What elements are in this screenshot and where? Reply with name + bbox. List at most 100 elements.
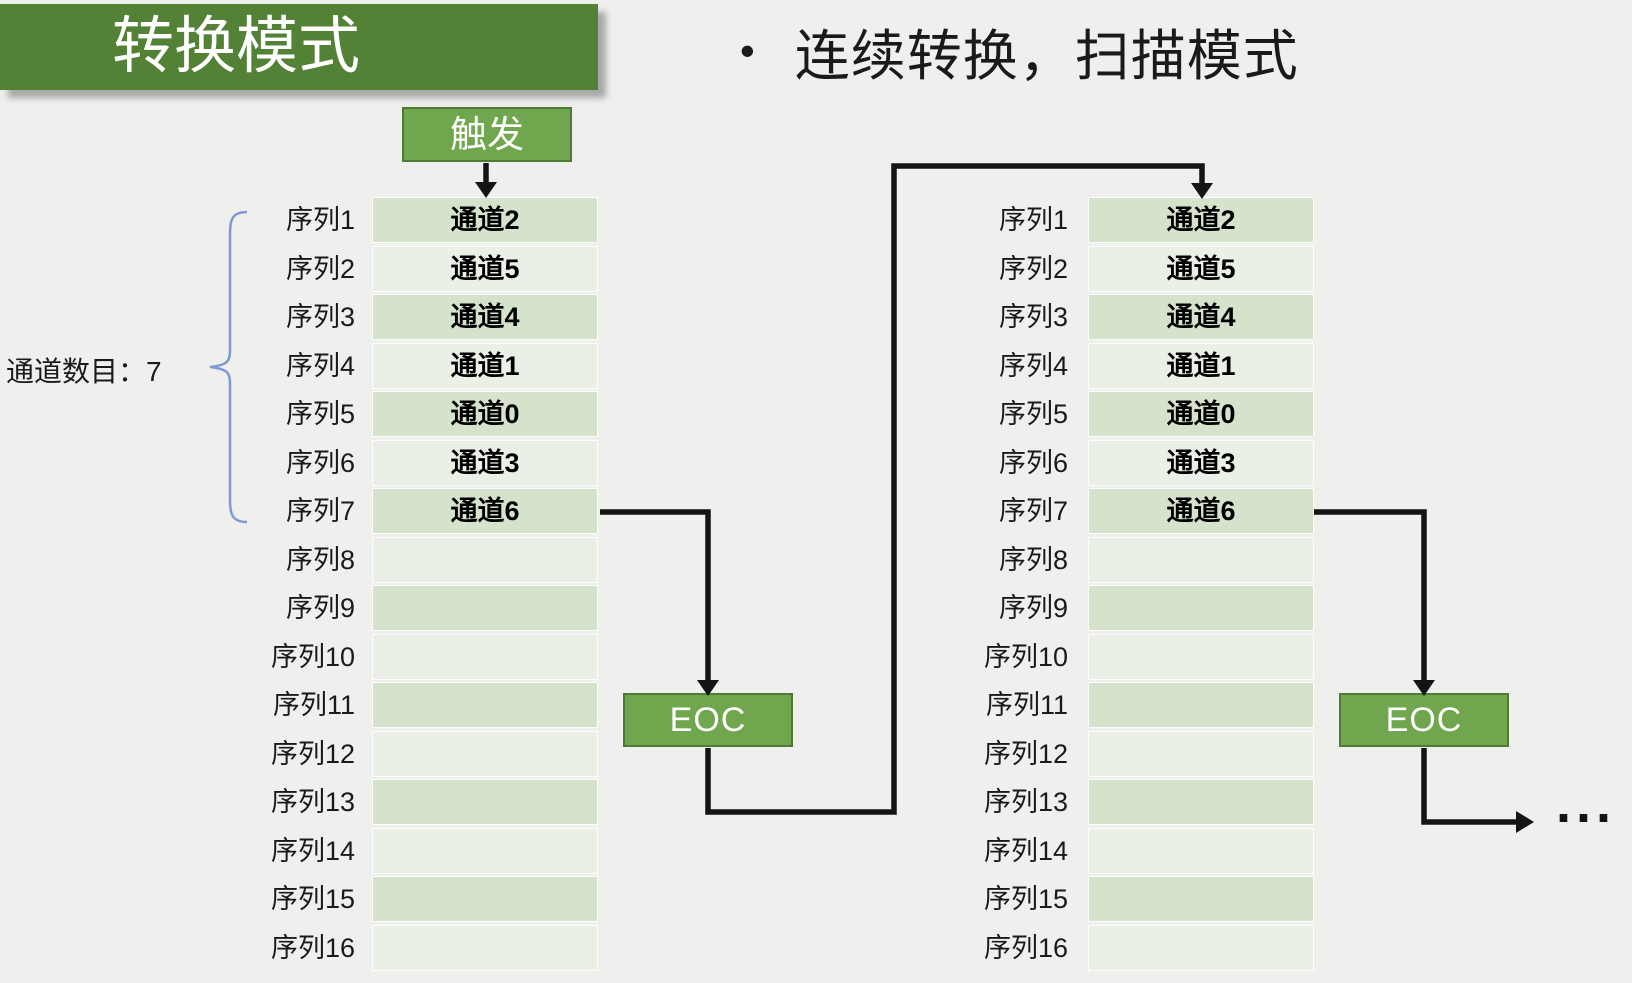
- sequence-row: 序列3 通道4: [180, 294, 598, 340]
- eoc-left-label: EOC: [669, 701, 747, 739]
- sequence-row: 序列8: [180, 536, 598, 583]
- channel-cell: [372, 827, 598, 874]
- sequence-row: 序列14: [893, 827, 1314, 874]
- sequence-row: 序列12: [893, 730, 1314, 777]
- channel-cell: [1088, 633, 1314, 680]
- sequence-label: 序列13: [270, 787, 355, 817]
- sequence-label: 序列8: [998, 544, 1068, 575]
- arrow-row7-to-eoc-left: [600, 509, 711, 680]
- sequence-label: 序列14: [270, 835, 355, 866]
- sequence-label: 序列7: [998, 496, 1068, 526]
- sequence-label: 序列14: [983, 835, 1068, 866]
- channel-cell: [372, 779, 598, 825]
- sequence-label: 序列16: [270, 932, 355, 963]
- sequence-label: 序列1: [285, 205, 355, 235]
- arrow-row7-to-eoc-right: [1314, 509, 1427, 680]
- channel-cell: 通道2: [1088, 197, 1314, 243]
- channel-cell: [1088, 827, 1314, 874]
- page-title: 转换模式: [112, 12, 361, 81]
- arrowhead-ellipsis: [1516, 811, 1534, 833]
- channel-cell: 通道0: [1088, 391, 1314, 437]
- sequence-row: 序列10: [180, 633, 598, 680]
- arrowhead-trigger: [475, 182, 497, 198]
- trigger-label: 触发: [450, 114, 524, 155]
- sequence-label: 序列4: [998, 350, 1068, 381]
- sequence-row: 序列16: [180, 924, 598, 971]
- sequence-label: 序列8: [285, 544, 355, 575]
- arrow-eoc-right-to-ellipsis: [1421, 748, 1516, 825]
- channel-cell: 通道5: [372, 245, 598, 292]
- channel-cell: 通道4: [372, 294, 598, 340]
- sequence-row: 序列10: [893, 633, 1314, 680]
- sequence-row: 序列15: [893, 876, 1314, 922]
- sequence-label: 序列2: [285, 253, 355, 284]
- title-banner: 转换模式: [0, 4, 598, 90]
- subtitle-text: 连续转换，扫描模式: [794, 25, 1299, 87]
- channel-cell: [1088, 876, 1314, 922]
- channel-cell: [372, 876, 598, 922]
- sequence-label: 序列6: [285, 447, 355, 478]
- eoc-box-left: EOC: [623, 693, 793, 747]
- channel-count-label: 通道数目：7: [6, 356, 162, 387]
- sequence-row: 序列14: [180, 827, 598, 874]
- continuation-ellipsis: ...: [1556, 774, 1617, 834]
- channel-cell: 通道2: [372, 197, 598, 243]
- sequence-label: 序列9: [998, 593, 1068, 623]
- sequence-row: 序列11: [180, 682, 598, 728]
- channel-cell: 通道1: [372, 342, 598, 389]
- sequence-row: 序列13: [180, 779, 598, 825]
- sequence-label: 序列3: [285, 302, 355, 332]
- channel-cell: [372, 924, 598, 971]
- sequence-label: 序列5: [998, 399, 1068, 429]
- channel-cell: 通道0: [372, 391, 598, 437]
- sequence-label: 序列11: [985, 690, 1068, 720]
- channel-cell: 通道3: [1088, 439, 1314, 486]
- channel-cell: [1088, 924, 1314, 971]
- sequence-row: 序列4 通道1: [180, 342, 598, 389]
- sequence-label: 序列10: [983, 641, 1068, 672]
- sequence-row: 序列9: [893, 585, 1314, 631]
- channel-cell: [1088, 779, 1314, 825]
- sequence-row: 序列8: [893, 536, 1314, 583]
- sequence-row: 序列13: [893, 779, 1314, 825]
- channel-cell: 通道6: [372, 488, 598, 534]
- subtitle-line: • 连续转换，扫描模式: [740, 8, 1299, 94]
- sequence-label: 序列9: [285, 593, 355, 623]
- channel-cell: [372, 585, 598, 631]
- sequence-row: 序列5 通道0: [893, 391, 1314, 437]
- sequence-row: 序列1 通道2: [180, 197, 598, 243]
- channel-cell: 通道6: [1088, 488, 1314, 534]
- bullet-icon: •: [740, 27, 755, 74]
- sequence-label: 序列13: [983, 787, 1068, 817]
- sequence-label: 序列16: [983, 932, 1068, 963]
- sequence-label: 序列3: [998, 302, 1068, 332]
- channel-cell: 通道5: [1088, 245, 1314, 292]
- eoc-right-label: EOC: [1385, 701, 1463, 739]
- channel-cell: [1088, 682, 1314, 728]
- channel-cell: [372, 730, 598, 777]
- sequence-label: 序列4: [285, 350, 355, 381]
- eoc-box-right: EOC: [1339, 693, 1509, 747]
- channel-cell: [372, 536, 598, 583]
- sequence-row: 序列15: [180, 876, 598, 922]
- trigger-box: 触发: [402, 107, 572, 162]
- sequence-row: 序列9: [180, 585, 598, 631]
- sequence-row: 序列7 通道6: [893, 488, 1314, 534]
- sequence-row: 序列11: [893, 682, 1314, 728]
- sequence-row: 序列12: [180, 730, 598, 777]
- sequence-label: 序列6: [998, 447, 1068, 478]
- sequence-label: 序列12: [983, 738, 1068, 769]
- channel-cell: [1088, 585, 1314, 631]
- sequence-label: 序列15: [983, 884, 1068, 914]
- sequence-label: 序列12: [270, 738, 355, 769]
